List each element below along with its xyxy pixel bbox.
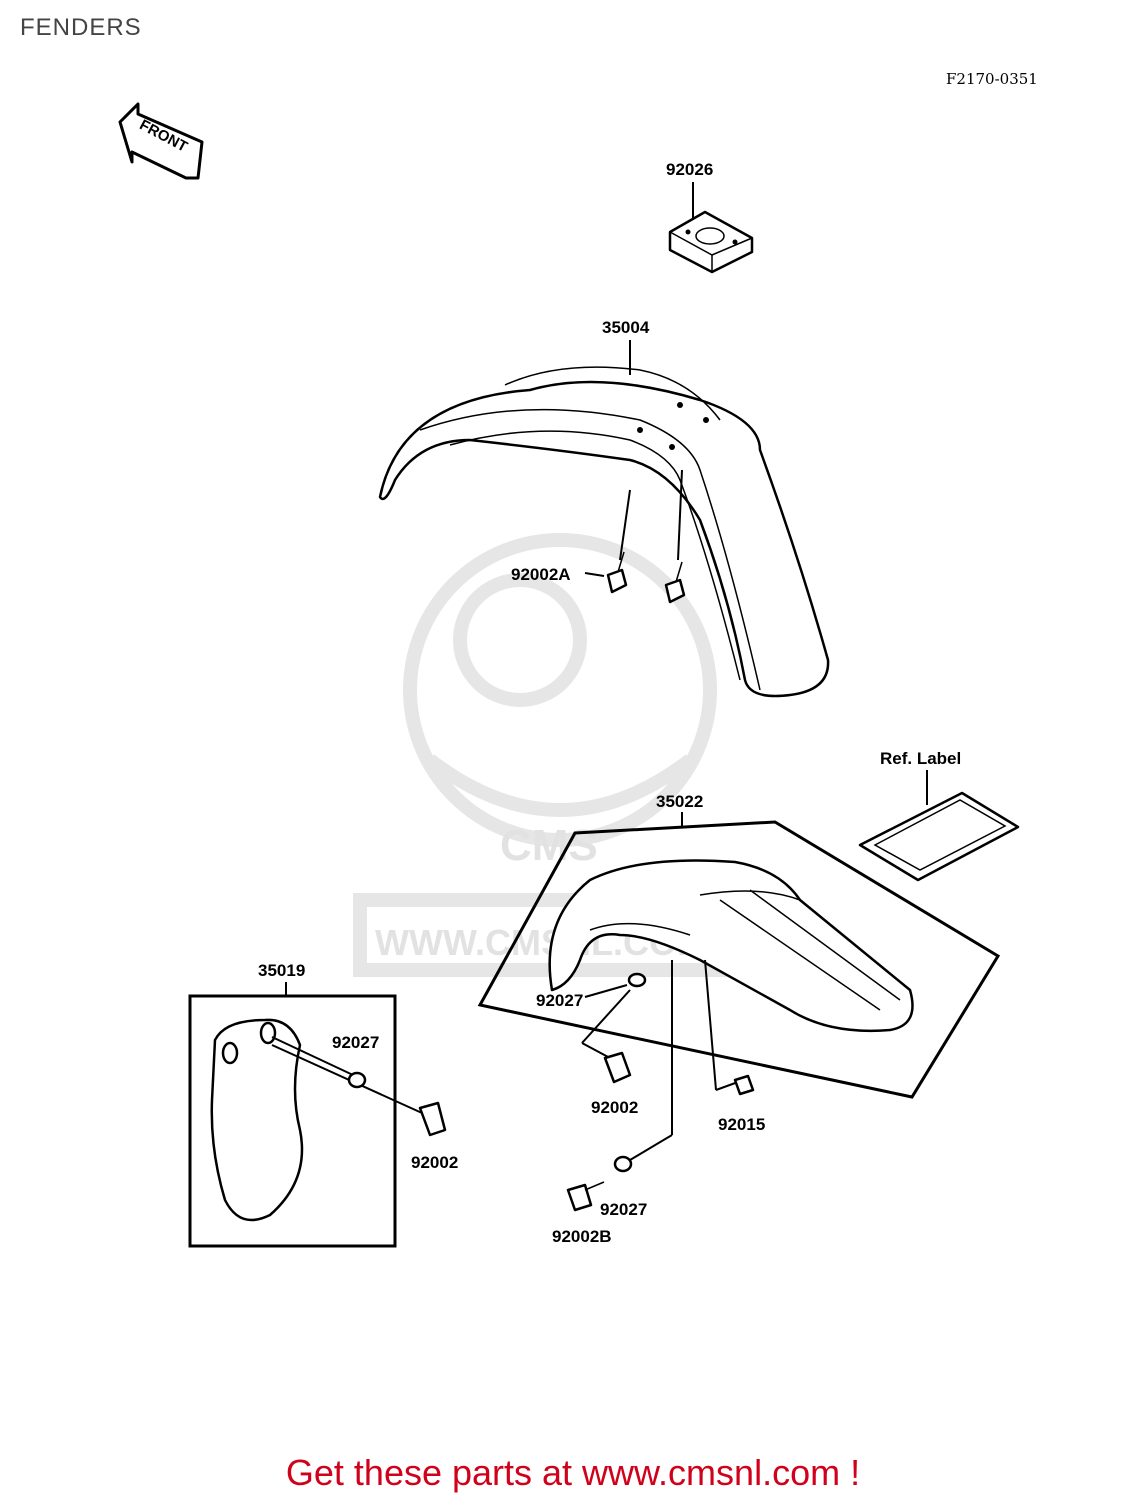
part-92002A-bolts (584, 469, 686, 604)
callout-92027-upper: 92027 (536, 991, 583, 1010)
rear-fender-fasteners (566, 959, 755, 1212)
callout-35004: 35004 (602, 318, 650, 337)
callout-92026: 92026 (666, 160, 713, 179)
callout-92027-side: 92027 (332, 1033, 379, 1052)
callout-35019: 35019 (258, 961, 305, 980)
ref-label-sticker (858, 770, 1020, 882)
callout-92002-rear: 92002 (591, 1098, 638, 1117)
watermark-brand: CMS (500, 821, 598, 870)
part-35019-side-cover (188, 982, 447, 1248)
callout-92002B: 92002B (552, 1227, 612, 1246)
page-title: FENDERS (20, 14, 142, 41)
callout-35022: 35022 (656, 792, 703, 811)
callout-92015: 92015 (718, 1115, 765, 1134)
figure-code: F2170-0351 (946, 70, 1038, 88)
front-arrow-icon: FRONT (118, 102, 204, 180)
callout-92002-side: 92002 (411, 1153, 458, 1172)
part-35022-rear-fender (477, 812, 1001, 1099)
callout-92002A: 92002A (511, 565, 571, 584)
part-35004-front-fender (378, 340, 830, 698)
callout-92027-lower: 92027 (600, 1200, 647, 1219)
callout-ref-label: Ref. Label (880, 749, 961, 768)
footer-link[interactable]: Get these parts at www.cmsnl.com ! (285, 1452, 861, 1493)
part-92026-plate (668, 182, 754, 274)
